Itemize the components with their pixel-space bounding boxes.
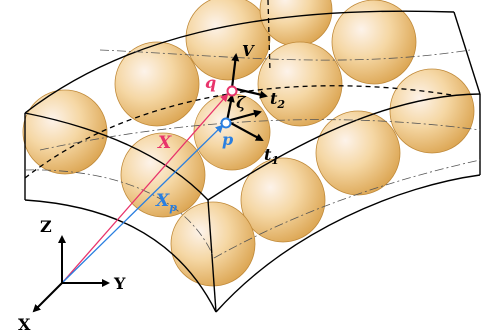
sphere <box>331 0 417 85</box>
label-zeta: ζ <box>236 93 247 112</box>
vector-X <box>61 93 229 284</box>
sphere <box>120 132 206 218</box>
axis-label-X: X <box>18 315 31 334</box>
axis-label-Y: Y <box>113 274 126 293</box>
axis-X <box>32 282 63 313</box>
construction-lines <box>24 49 481 259</box>
sphere <box>185 0 271 81</box>
sphere <box>22 89 108 175</box>
label-t2: t2 <box>270 89 285 111</box>
shell-outline <box>24 10 481 313</box>
vector-V <box>230 53 240 89</box>
label-Xp: Xp <box>155 191 177 214</box>
vector-t1 <box>226 120 264 141</box>
label-V: V <box>242 42 255 60</box>
sphere <box>315 110 401 196</box>
point-p <box>220 117 232 129</box>
vector-Xp <box>61 124 224 284</box>
sphere <box>114 41 200 127</box>
global-axes <box>32 235 110 313</box>
point-q <box>226 85 238 97</box>
hidden-edges <box>24 0 453 179</box>
label-t1: t1 <box>264 145 279 167</box>
vector-t2b <box>226 109 262 123</box>
sphere <box>257 41 343 127</box>
sphere <box>389 68 475 154</box>
vector-t2 <box>231 86 268 99</box>
vector-zeta <box>225 94 235 122</box>
label-X: X <box>157 133 172 153</box>
axis-label-Z: Z <box>40 217 52 236</box>
label-q: q <box>205 73 216 92</box>
sphere <box>170 201 256 287</box>
label-p: p <box>222 130 233 149</box>
local-frame <box>225 53 268 141</box>
sphere-group <box>22 0 475 287</box>
sphere <box>240 157 326 243</box>
sphere <box>259 0 333 47</box>
